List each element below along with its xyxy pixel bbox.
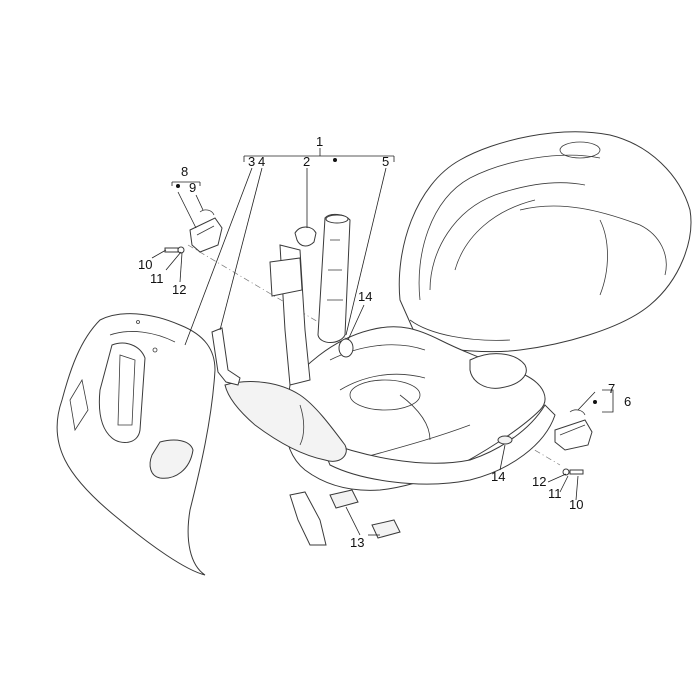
callout-12-left: 12 (172, 282, 186, 297)
callout-6: 6 (624, 394, 631, 409)
callout-13: 13 (350, 535, 364, 550)
callout-10-left: 10 (138, 257, 152, 272)
callout-11-right: 11 (548, 486, 562, 501)
frame-body-part (224, 131, 692, 491)
callout-9: 9 (189, 180, 196, 195)
callout-7: 7 (608, 381, 615, 396)
callout-4: 4 (258, 154, 265, 169)
callout-3: 3 (248, 154, 255, 169)
callout-11-left: 11 (150, 271, 164, 286)
front-shield-part (56, 313, 216, 576)
hardware-parts (164, 209, 593, 546)
callout-dots (176, 158, 597, 404)
callout-12-right: 12 (532, 474, 546, 489)
callout-8: 8 (181, 164, 188, 179)
callout-labels: 1 2 3 4 5 8 9 10 11 12 14 7 6 14 12 11 1… (138, 134, 631, 550)
callout-14-upper: 14 (358, 289, 372, 304)
callout-1: 1 (316, 134, 323, 149)
callout-2: 2 (303, 154, 310, 169)
leader-lines (151, 148, 614, 536)
callout-14-lower: 14 (491, 469, 505, 484)
callout-5: 5 (382, 154, 389, 169)
callout-10-right: 10 (569, 497, 583, 512)
